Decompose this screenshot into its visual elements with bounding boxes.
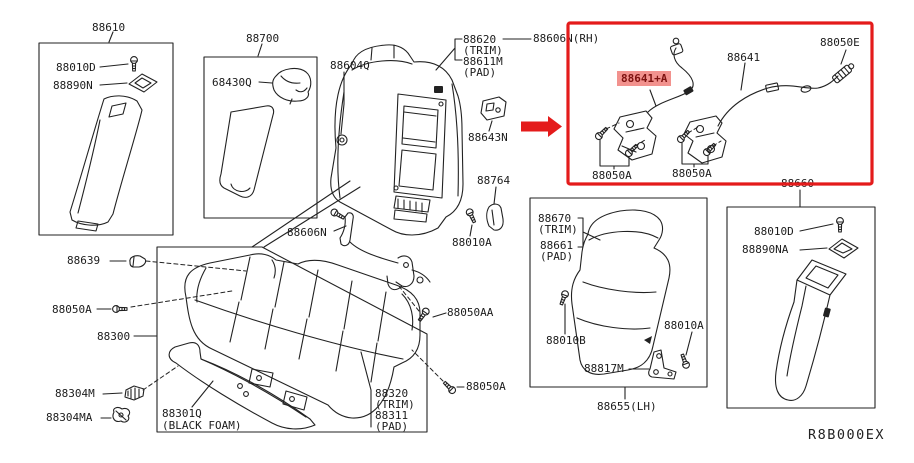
part-label-88604Q[interactable]: 88604Q (330, 59, 370, 72)
back-cable-art (329, 207, 447, 324)
bolt-icon (112, 305, 128, 313)
part-label-88641A-selected[interactable]: 88641+A (617, 71, 672, 86)
screw-icon (329, 207, 347, 222)
part-label-88050E[interactable]: 88050E (820, 36, 860, 49)
striker-art (480, 96, 507, 132)
part-label-88764[interactable]: 88764 (477, 174, 511, 187)
part-note-trim-2: (TRIM) (375, 398, 415, 411)
part-label-88817M[interactable]: 88817M (584, 362, 624, 375)
screw-icon (675, 128, 692, 145)
part-label-88606N-rh[interactable]: 88606N(RH) (533, 32, 600, 45)
part-label-88620[interactable]: 88620 (463, 33, 497, 46)
part-note-pad-3: (PAD) (540, 250, 574, 263)
part-label-88660[interactable]: 88660 (781, 177, 815, 190)
bolt-icon (441, 379, 458, 396)
part-label-88639[interactable]: 88639 (67, 254, 101, 267)
part-label-88010B[interactable]: 88010B (546, 334, 586, 347)
screw-icon (416, 306, 432, 324)
part-label-88641[interactable]: 88641 (727, 51, 761, 64)
screw-icon (464, 207, 479, 225)
part-label-88050A-rear[interactable]: 88050A (466, 380, 506, 393)
part-label-88300[interactable]: 88300 (97, 330, 131, 343)
part-note-black-foam: (BLACK FOAM) (162, 419, 242, 432)
part-label-88670[interactable]: 88670 (538, 212, 572, 225)
part-label-88890NA[interactable]: 88890NA (742, 243, 789, 256)
part-label-88304MA[interactable]: 88304MA (46, 411, 93, 424)
part-label-88010A[interactable]: 88010A (452, 236, 492, 249)
seatback-lh-art (529, 197, 708, 400)
part-label-88320[interactable]: 88320 (375, 387, 409, 400)
part-note-pad-2: (PAD) (375, 420, 409, 433)
part-note-trim: (TRIM) (463, 44, 503, 57)
part-label-88611M[interactable]: 88611M (463, 55, 503, 68)
part-label-88890N[interactable]: 88890N (53, 79, 93, 92)
part-label-88010D-armrest[interactable]: 88010D (754, 225, 794, 238)
part-label-88311[interactable]: 88311 (375, 409, 409, 422)
screw-icon (836, 217, 844, 233)
part-label-88010D[interactable]: 88010D (56, 61, 96, 74)
clip-icon (112, 407, 131, 423)
part-label-88661[interactable]: 88661 (540, 239, 574, 252)
group-box-88700 (203, 56, 318, 219)
clip-icon (129, 255, 147, 268)
part-label-88301Q[interactable]: 88301Q (162, 407, 202, 420)
clip-icon (128, 73, 158, 93)
screw-icon (130, 56, 138, 72)
armrest-assy-art (203, 43, 361, 248)
part-label-88304M[interactable]: 88304M (55, 387, 95, 400)
clip-icon (828, 238, 859, 259)
part-label-88655-lh[interactable]: 88655(LH) (597, 400, 657, 413)
lock-cable-art (593, 37, 855, 170)
seatback-rh-art (330, 38, 532, 236)
group-box-88660 (726, 206, 876, 409)
screw-icon (557, 289, 570, 307)
part-label-88050A-lock-left[interactable]: 88050A (592, 169, 632, 182)
part-label-88010A-lh[interactable]: 88010A (664, 319, 704, 332)
part-note-pad: (PAD) (463, 66, 497, 79)
armrest-pad-art (219, 105, 275, 198)
part-label-88050A-lock-right[interactable]: 88050A (672, 167, 712, 180)
clip-icon (124, 385, 145, 401)
part-label-88643N[interactable]: 88643N (468, 131, 508, 144)
diagram-code: R8B000EX (808, 427, 886, 443)
part-label-68430Q[interactable]: 68430Q (212, 76, 252, 89)
part-label-88700[interactable]: 88700 (246, 32, 280, 45)
side-trim-rh-art (38, 31, 174, 236)
grommet-icon (336, 134, 348, 146)
part-label-88606N[interactable]: 88606N (287, 226, 327, 239)
part-label-88050A-left[interactable]: 88050A (52, 303, 92, 316)
armrest-console-art (726, 189, 876, 409)
screw-icon (678, 352, 691, 370)
bolt-icon (832, 63, 855, 84)
group-box-88300 (156, 246, 428, 433)
group-box-88610 (38, 42, 174, 236)
bracket-art (648, 349, 677, 380)
finisher-art (464, 186, 504, 237)
part-note-trim-3: (TRIM) (538, 223, 578, 236)
part-label-88050AA[interactable]: 88050AA (447, 306, 494, 319)
part-label-88610[interactable]: 88610 (92, 21, 126, 34)
cupholder-art (272, 67, 312, 102)
foam-art (168, 342, 316, 430)
group-box-88655 (529, 197, 708, 388)
cushion-art (96, 246, 465, 433)
